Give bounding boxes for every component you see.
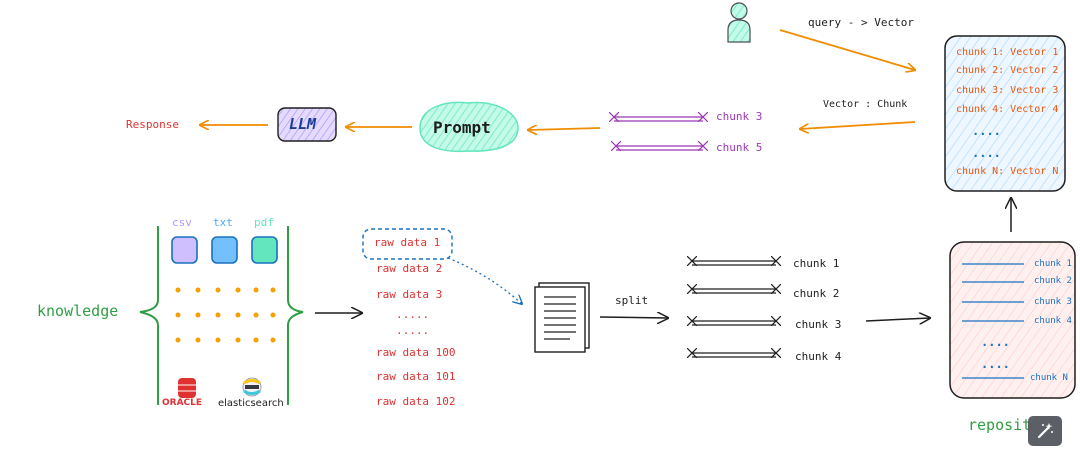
raw-to-document-arrow (447, 257, 522, 304)
repository-item: .... (981, 335, 1010, 349)
llm-label: LLM (289, 115, 317, 133)
repository-item: .... (981, 357, 1010, 371)
raw-data-item: raw data 102 (376, 395, 456, 408)
vector-store-item: chunk N: Vector N (956, 166, 1059, 177)
vector-store-item: chunk 4: Vector 4 (956, 104, 1059, 115)
repository-item: chunk 2 (1034, 276, 1072, 286)
document-icon (534, 282, 590, 353)
raw-data-item: raw data 2 (376, 262, 443, 275)
repository-box (949, 241, 1076, 399)
raw-data-item: raw data 1 (374, 236, 441, 249)
pdf-file-icon (251, 236, 278, 264)
vector-store-item: .... (972, 124, 1001, 138)
file-type-label: csv (172, 216, 192, 229)
query-label: query - > Vector (808, 16, 914, 29)
retrieved-chunk-lines (614, 117, 703, 150)
vector-chunk-arrow (800, 121, 916, 129)
raw-data-1-highlight (362, 228, 453, 260)
chunks-to-repository-arrow (865, 318, 930, 321)
repository-lines (962, 263, 1024, 379)
raw-data-item: raw data 3 (376, 288, 443, 301)
oracle-db-icon (178, 378, 196, 398)
prompt-shape (419, 101, 519, 153)
repository-item: chunk 1 (1034, 259, 1072, 269)
vector-chunk-label: Vector : Chunk (823, 99, 908, 110)
oracle-label: ORACLE (162, 398, 203, 408)
vector-store-item: chunk 1: Vector 1 (956, 47, 1059, 58)
magic-edit-button[interactable] (1028, 416, 1062, 446)
retrieved-chunk-label: chunk 3 (716, 110, 763, 123)
repository-item: chunk 3 (1034, 297, 1072, 307)
vector-store-item: chunk 2: Vector 2 (956, 65, 1059, 76)
chunk-label: chunk 4 (795, 350, 842, 363)
raw-data-item: ..... (396, 324, 430, 337)
csv-file-icon (171, 236, 198, 264)
knowledge-right-brace (287, 226, 304, 405)
chunk-lines (692, 261, 776, 357)
repository-item: chunk N (1030, 373, 1068, 383)
raw-data-item: raw data 100 (376, 346, 456, 359)
knowledge-left-brace (139, 226, 159, 405)
chunk-label: chunk 2 (793, 287, 840, 300)
response-label: Response (126, 118, 179, 131)
chunks-to-prompt-arrow (528, 128, 601, 130)
raw-data-item: raw data 101 (376, 370, 456, 383)
prompt-label: Prompt (433, 118, 491, 137)
elasticsearch-label: elasticsearch (218, 398, 284, 409)
query-arrow (779, 29, 915, 70)
vector-store-box (944, 35, 1066, 192)
user-icon (727, 2, 751, 43)
raw-data-item: ..... (396, 308, 430, 321)
file-type-label: pdf (254, 216, 274, 229)
split-arrow (599, 317, 668, 318)
chunk-label: chunk 1 (793, 257, 840, 270)
txt-file-icon (211, 236, 238, 264)
llm-box (277, 107, 337, 142)
knowledge-dot-grid (175, 287, 276, 343)
magic-wand-icon (1037, 423, 1053, 439)
file-type-label: txt (213, 216, 233, 229)
knowledge-label: knowledge (37, 302, 119, 320)
retrieved-chunk-label: chunk 5 (716, 141, 763, 154)
repository-item: chunk 4 (1034, 316, 1072, 326)
split-label: split (615, 294, 649, 307)
chunk-label: chunk 3 (795, 318, 842, 331)
elasticsearch-icon (242, 377, 262, 397)
vector-store-item: chunk 3: Vector 3 (956, 85, 1059, 96)
vector-store-item: .... (972, 146, 1001, 160)
